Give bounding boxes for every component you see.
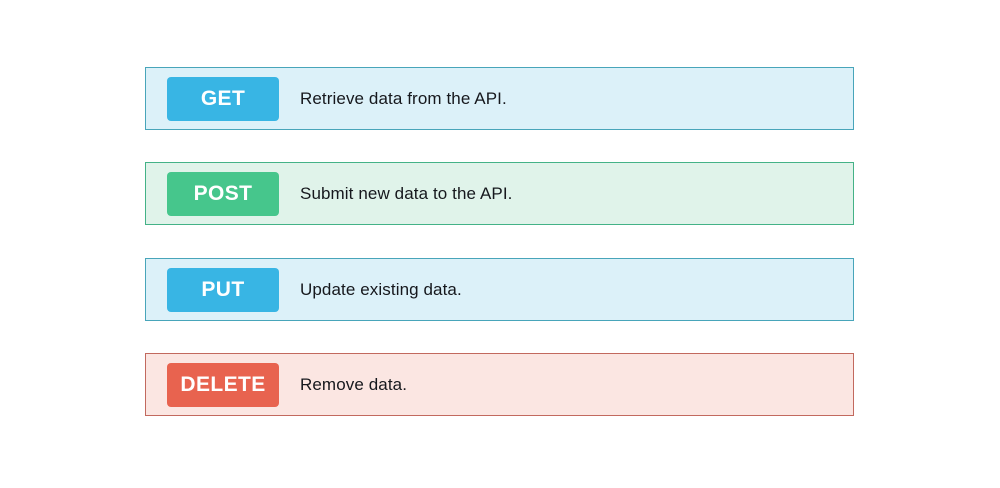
delete-method-badge: DELETE [167,362,279,407]
method-row-post[interactable]: POST Submit new data to the API. [145,162,854,225]
post-method-badge: POST [167,171,279,216]
put-method-badge: PUT [167,267,279,312]
method-row-put[interactable]: PUT Update existing data. [145,258,854,321]
post-method-description: Submit new data to the API. [300,183,513,203]
method-row-delete[interactable]: DELETE Remove data. [145,353,854,416]
put-method-description: Update existing data. [300,279,462,299]
get-method-description: Retrieve data from the API. [300,88,507,108]
method-row-get[interactable]: GET Retrieve data from the API. [145,67,854,130]
delete-method-description: Remove data. [300,374,408,394]
get-method-badge: GET [167,76,279,121]
